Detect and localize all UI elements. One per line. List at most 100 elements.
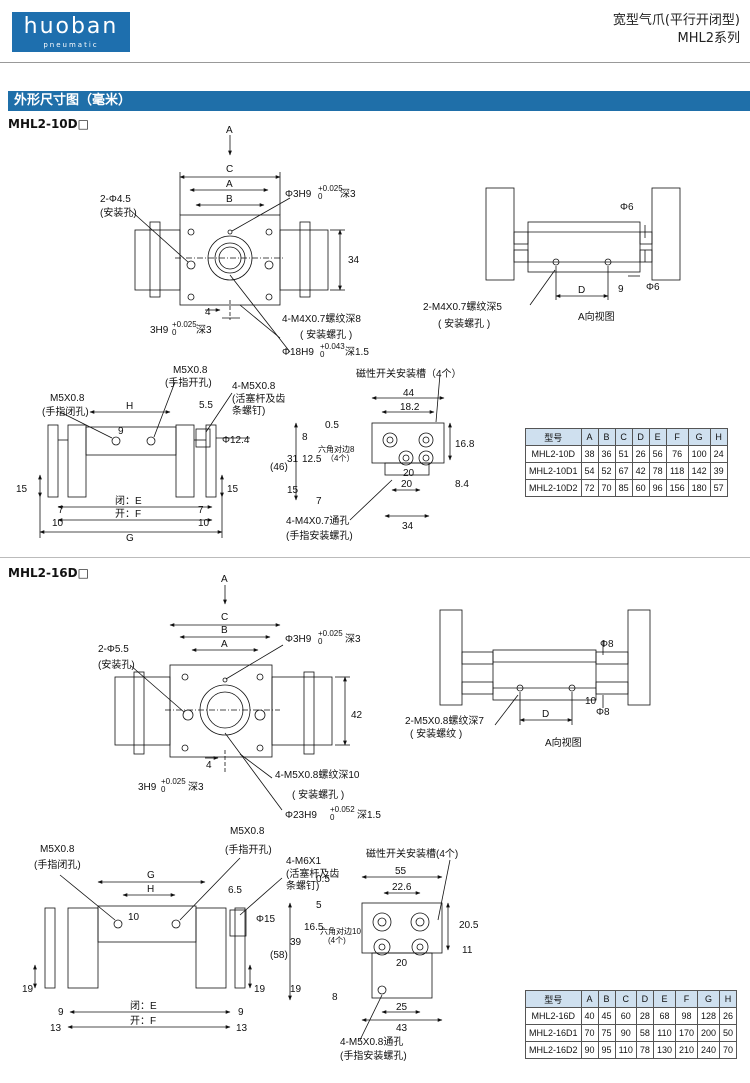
m10-side-thread-note: (手指安装螺孔) [286,529,353,542]
m16-pin2-depth: 深3 [188,781,204,793]
m16-side-switch: 磁性开关安装槽(4个) [366,847,458,860]
table-header: G [687,428,711,446]
m10-front-d7b: 7 [198,505,204,516]
table-cell: 24 [709,445,728,463]
m16-front-piston-note2: 条螺钉) [286,879,319,892]
m16-bore: Φ23H9 [285,810,317,821]
m10-front-d15b: 15 [227,484,239,495]
m16-bore-tol: +0.052 [330,805,355,814]
table-cell: 36 [597,445,616,463]
m10-thread: 4-M4X0.7螺纹深8 [282,312,361,325]
m10-side-thread: 4-M4X0.7通孔 [286,515,349,527]
m10-side-switch: 磁性开关安装槽（4个） [356,367,462,380]
m16-front-m5-close: M5X0.8 [40,844,75,855]
table-cell: 110 [614,1041,637,1059]
m16-front-open-f: 开：F [130,1016,156,1027]
table-cell: 51 [614,445,633,463]
m16-pin1-tol0: 0 [318,637,323,646]
table-cell: 96 [648,479,667,497]
m10-front-d15a: 15 [16,484,28,495]
m10-top-dim-c: C [226,164,233,175]
table-cell: MHL2-10D [525,445,582,463]
m16-aview-caption: A向视图 [545,736,582,749]
table-header: 型号 [525,428,582,446]
table-header: 型号 [525,990,582,1008]
m10-bore-depth: 深1.5 [345,346,369,358]
m10-front-m5-open-note: (手指开孔) [165,376,212,389]
m16-front-m5-close-note: (手指闭孔) [34,858,81,871]
m10-front-d5-5: 5.5 [199,400,213,411]
table-header: C [614,990,637,1008]
m10-top-arrow-a: A [226,125,233,136]
m16-bore-depth: 深1.5 [357,809,381,821]
m16-front-view [33,857,283,1029]
m10-top-dim-b: B [226,194,233,205]
m10-side-d15: 15 [287,485,299,496]
m10-pin1-depth: 深3 [340,188,356,200]
m16-pin2-tol0: 0 [161,785,166,794]
table-cell: MHL2-16D2 [525,1041,582,1059]
m10-pin1-tol: +0.025 [318,184,343,193]
m16-front-d9b: 9 [238,1007,244,1018]
m10-front-d10a: 10 [52,518,64,529]
m16-side-hex-n: (4个) [328,936,346,945]
model-label-16: MHL2-16D□ [8,566,89,580]
m10-side-d18-2: 18.2 [400,402,420,413]
m16-front-d19a: 19 [22,984,34,995]
m10-pin2-depth: 深3 [196,324,212,336]
m16-side-d25: 25 [396,1002,408,1013]
m10-aview-d9: 9 [618,284,624,295]
table-cell: 26 [631,445,650,463]
m10-side-hex-n: （4个） [326,454,354,463]
table-header-row: 型号 A B C D E F G H [525,428,728,446]
m16-side-d20-5: 20.5 [459,920,479,931]
m10-aview-d: D [578,285,585,296]
m10-front-m5-open: M5X0.8 [173,365,208,376]
table-cell: 76 [665,445,689,463]
table-row: MHL2-10D2 72 70 85 60 96 156 180 57 [525,479,728,497]
m16-pin2: 3H9 [138,782,157,793]
m10-front-g: G [126,533,134,544]
table-cell: 68 [652,1007,676,1025]
m10-side-d0-5: 0.5 [325,420,339,431]
table-cell: 56 [648,445,667,463]
m10-front-close-e: 闭：E [115,494,142,507]
m10-front-open-f: 开：F [115,509,141,520]
table-cell: 70 [580,1024,599,1042]
m16-mount-holes: 2-Φ5.5 [98,644,129,655]
m16-side-d8: 8 [332,992,338,1003]
m16-top-arrow-a: A [221,574,228,585]
table-header: D [631,428,650,446]
m16-dim-42: 42 [351,710,363,721]
table-header: E [652,990,676,1008]
m10-front-m5-close: M5X0.8 [50,393,85,404]
table-header: H [709,428,728,446]
m16-aview-d: D [542,709,549,720]
m10-front-view [38,381,250,538]
m10-front-m5-close-note: (手指闭孔) [42,405,89,418]
table-cell: 200 [696,1024,721,1042]
table-cell: 52 [597,462,616,480]
m16-front-piston: 4-M6X1 [286,856,321,867]
m16-thread-note: ( 安装螺孔 ) [292,788,344,801]
table-row: MHL2-16D 40 45 60 28 68 98 128 26 [525,1007,738,1025]
m16-aview-d10: 10 [585,696,597,707]
table-cell: 240 [696,1041,721,1059]
m10-side-hex: 六角对边8 [318,444,355,454]
m16-side-thread: 4-M5X0.8通孔 [340,1036,403,1048]
m10-front-d9: 9 [118,426,124,437]
table-row: MHL2-16D1 70 75 90 58 110 170 200 50 [525,1024,738,1042]
m10-side-d34: 34 [402,521,414,532]
m10-front-piston-note1: (活塞杆及齿 [232,392,285,405]
m10-bore-tol: +0.043 [320,342,345,351]
m10-aview-caption: A向视图 [578,310,615,323]
table-header: E [648,428,667,446]
m16-front-m5-open: M5X0.8 [230,826,265,837]
m10-mount-holes: 2-Φ4.5 [100,194,131,205]
m16-side-d20: 20 [396,958,408,969]
table-header: A [580,990,599,1008]
table-cell: 58 [635,1024,654,1042]
table-cell: 75 [597,1024,616,1042]
m10-side-d46: (46) [270,462,288,473]
m16-pin2-tol: +0.025 [161,777,186,786]
